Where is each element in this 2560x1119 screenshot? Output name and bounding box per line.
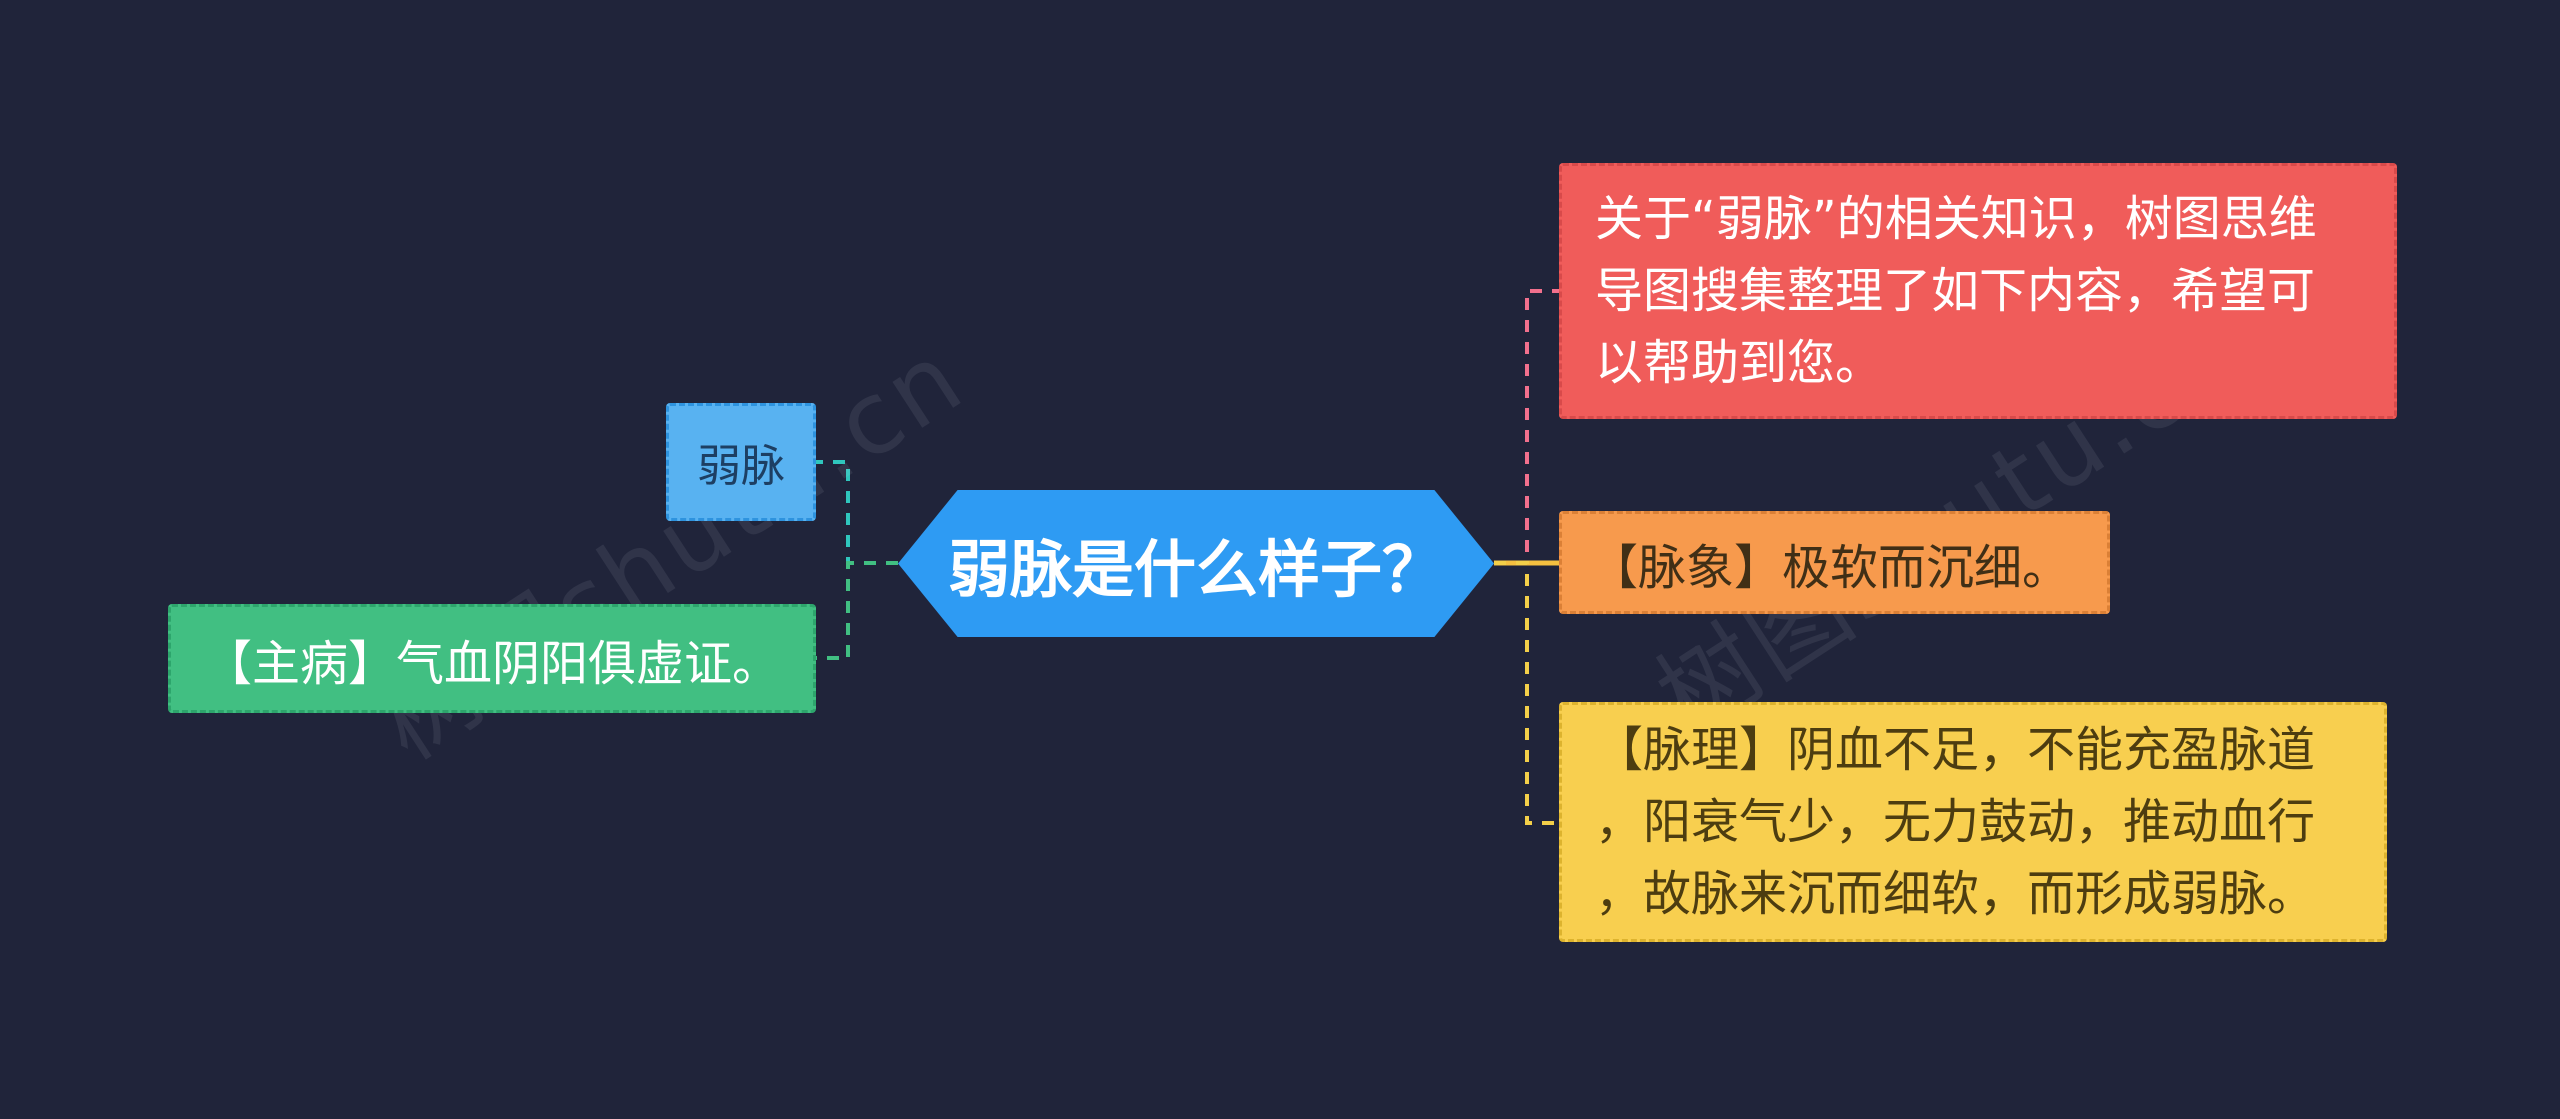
node-pulse-theory[interactable]: 【脉理】阴血不足，不能充盈脉道，阳衰气少，无力鼓动，推动血行，故脉来沉而细软，而…: [1559, 702, 2387, 942]
node-intro-label: 关于“弱脉”的相关知识，树图思维导图搜集整理了如下内容，希望可以帮助到您。: [1595, 191, 2317, 391]
node-topic[interactable]: 弱脉: [666, 403, 816, 521]
node-topic-label: 弱脉: [697, 441, 785, 492]
node-pulse-theory-label: 【脉理】阴血不足，不能充盈脉道，阳衰气少，无力鼓动，推动血行，故脉来沉而细软，而…: [1595, 722, 2316, 922]
connector-intro: [1494, 289, 1559, 565]
node-pulse-sign[interactable]: 【脉象】极软而沉细。: [1559, 511, 2110, 614]
connector-topic: [816, 460, 898, 565]
node-main-disease-label: 【主病】气血阴阳俱虚证。: [203, 635, 780, 692]
node-main-disease[interactable]: 【主病】气血阴阳俱虚证。: [168, 604, 816, 713]
connector-pulse-theory: [1494, 561, 1559, 825]
node-intro[interactable]: 关于“弱脉”的相关知识，树图思维导图搜集整理了如下内容，希望可以帮助到您。: [1559, 163, 2397, 419]
connector-main-disease: [816, 561, 898, 660]
node-pulse-sign-label: 【脉象】极软而沉细。: [1590, 539, 2071, 596]
node-root-label: 弱脉是什么样子？: [947, 532, 1444, 606]
node-root[interactable]: 弱脉是什么样子？: [898, 490, 1494, 637]
